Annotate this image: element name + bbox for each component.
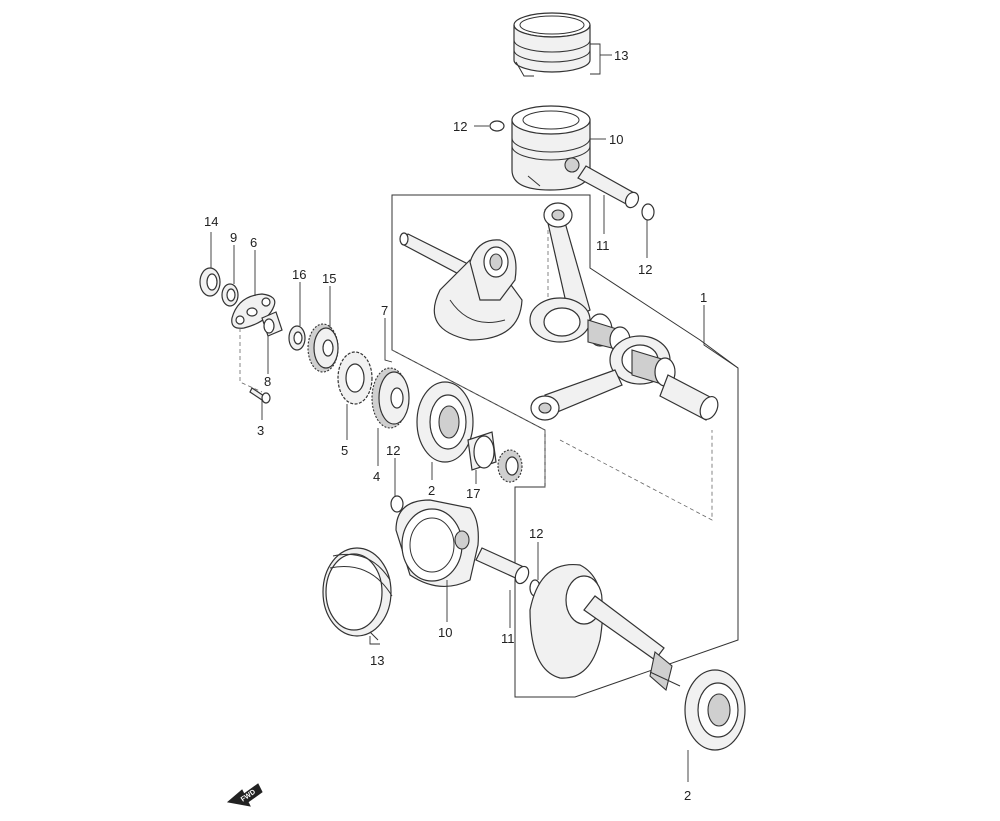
callout-4: 4 (373, 469, 380, 484)
circlip-upper-right (641, 203, 655, 221)
callout-12: 12 (453, 119, 467, 134)
piston-rings-lower (322, 547, 393, 641)
callout-12: 12 (638, 262, 652, 277)
gear-15 (307, 323, 339, 373)
callout-14: 14 (204, 214, 218, 229)
crankshaft-right-half (529, 563, 681, 692)
callout-3: 3 (257, 423, 264, 438)
callout-2: 2 (428, 483, 435, 498)
ball-bearing-left (416, 381, 474, 463)
circlip-lower-left (390, 495, 404, 513)
callout-labels: 13 12 10 11 12 1 14 9 6 16 15 7 8 3 5 4 … (204, 48, 707, 803)
piston-rings-upper (513, 12, 591, 77)
dash-bolt-guide (239, 328, 263, 393)
callout-15: 15 (322, 271, 336, 286)
callout-9: 9 (230, 230, 237, 245)
oil-seal (199, 267, 221, 297)
crankshaft-left-half (399, 232, 523, 341)
callout-11: 11 (596, 238, 610, 253)
callout-2: 2 (684, 788, 691, 803)
washer-16 (288, 325, 306, 351)
callout-17: 17 (466, 486, 480, 501)
circlip-upper-left (489, 120, 505, 132)
ball-bearing-right (684, 669, 746, 751)
piston-upper (511, 105, 591, 191)
bushing-17 (467, 431, 497, 471)
leader-lines (210, 43, 739, 782)
crank-pin (659, 374, 719, 421)
callout-13: 13 (614, 48, 628, 63)
callout-13: 13 (370, 653, 384, 668)
washer-9 (221, 283, 239, 307)
retainer-plate (231, 293, 276, 329)
callout-12: 12 (529, 526, 543, 541)
callout-7: 7 (381, 303, 388, 318)
gear-4 (371, 367, 410, 429)
callout-16: 16 (292, 267, 306, 282)
connecting-rod-upper (529, 202, 591, 343)
bolt (249, 387, 271, 404)
sprocket (337, 351, 373, 405)
collar-8 (261, 311, 283, 337)
small-bearing (497, 449, 523, 483)
callout-11: 11 (501, 631, 515, 646)
piston-pin-upper (577, 165, 640, 209)
callout-5: 5 (341, 443, 348, 458)
callout-6: 6 (250, 235, 257, 250)
forward-direction-arrow: FWD (226, 783, 263, 807)
callout-10: 10 (438, 625, 452, 640)
piston-lower (395, 499, 479, 588)
callout-1: 1 (700, 290, 707, 305)
callout-12: 12 (386, 443, 400, 458)
callout-10: 10 (609, 132, 623, 147)
callout-8: 8 (264, 374, 271, 389)
piston-pin-lower (475, 547, 530, 585)
crankshaft-assembly-frame (391, 194, 739, 698)
